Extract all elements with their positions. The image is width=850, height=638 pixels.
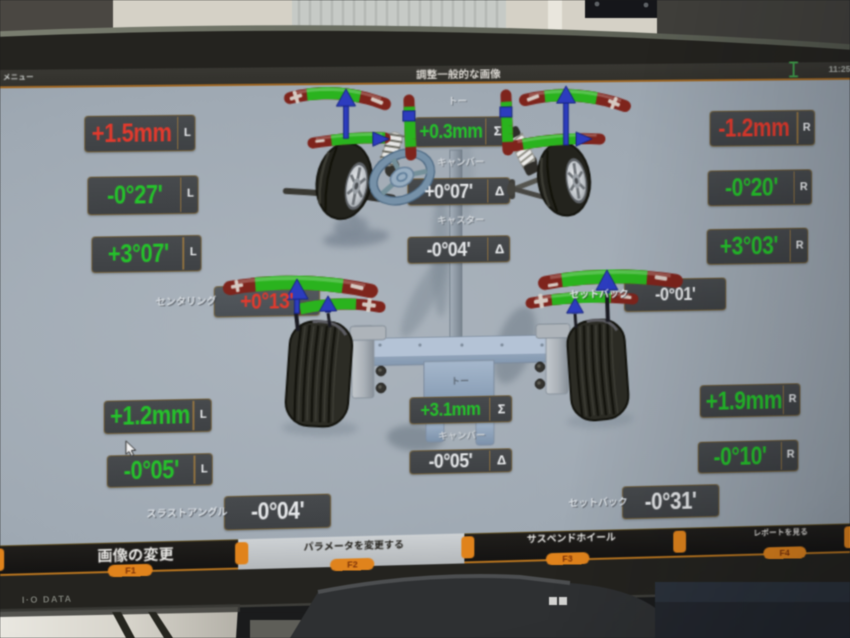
svg-text:I·O DATA: I·O DATA — [22, 594, 73, 605]
